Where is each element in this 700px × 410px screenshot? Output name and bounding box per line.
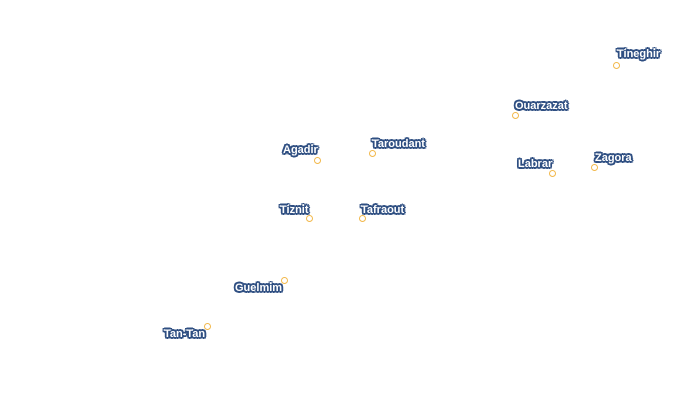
city-marker-zagora[interactable]: [591, 164, 598, 171]
city-label-zagora[interactable]: Zagora: [595, 152, 632, 164]
city-marker-tineghir[interactable]: [613, 62, 620, 69]
city-label-agadir[interactable]: Agadir: [283, 144, 318, 156]
city-marker-agadir[interactable]: [314, 157, 321, 164]
city-label-taroudant[interactable]: Taroudant: [372, 138, 425, 150]
city-marker-taroudant[interactable]: [369, 150, 376, 157]
city-label-tineghir[interactable]: Tineghir: [617, 48, 661, 60]
city-marker-guelmim[interactable]: [281, 277, 288, 284]
city-marker-tan-tan[interactable]: [204, 323, 211, 330]
city-marker-labrar[interactable]: [549, 170, 556, 177]
city-marker-ouarzazat[interactable]: [512, 112, 519, 119]
city-label-tiznit[interactable]: Tiznit: [280, 204, 309, 216]
city-marker-tafraout[interactable]: [359, 215, 366, 222]
city-label-tan-tan[interactable]: Tan-Tan: [164, 328, 206, 340]
city-marker-tiznit[interactable]: [306, 215, 313, 222]
city-label-tafraout[interactable]: Tafraout: [361, 204, 405, 216]
city-label-labrar[interactable]: Labrar: [518, 158, 553, 170]
city-label-ouarzazat[interactable]: Ouarzazat: [515, 100, 568, 112]
city-label-guelmim[interactable]: Guelmim: [235, 282, 283, 294]
